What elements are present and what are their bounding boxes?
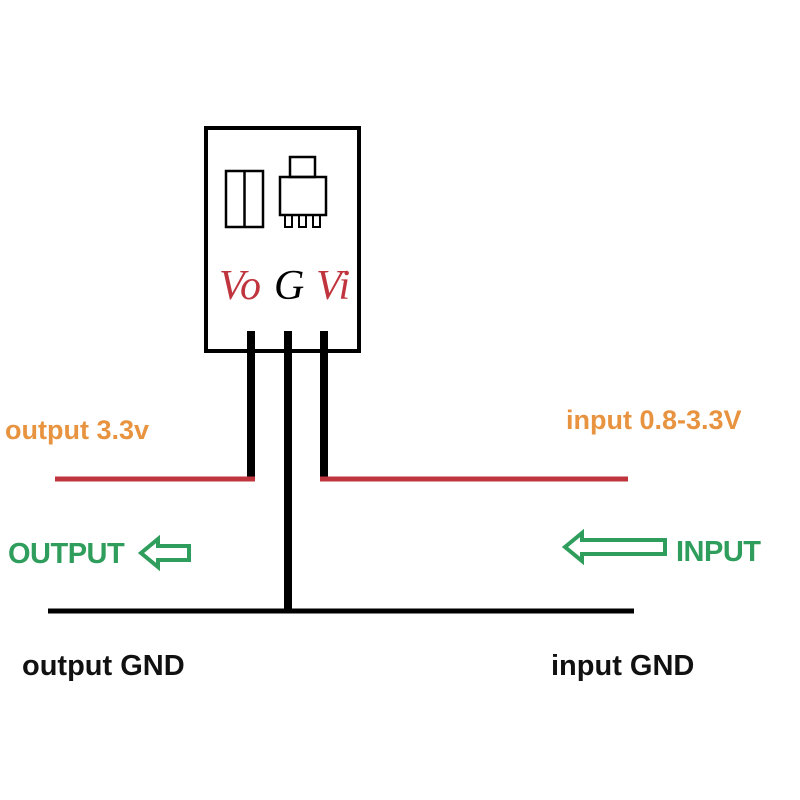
vo-pin-leg [247,331,255,481]
pin-label-vo: Vo [219,263,261,309]
input-gnd-label: input GND [551,650,695,682]
input-voltage-label: input 0.8-3.3V [566,405,742,435]
output-arrow-label: OUTPUT [8,538,125,570]
output-gnd-label: output GND [22,650,185,682]
input-arrow-icon [561,528,667,566]
regulator-module-box [204,126,361,353]
pin-label-vi: Vi [316,263,351,309]
output-voltage-label: output 3.3v [5,415,150,445]
pin-label-g: G [274,263,305,309]
vi-pin-leg [320,331,328,481]
g-pin-leg [284,331,292,611]
regulator-chip-icon [278,155,328,228]
input-arrow-label: INPUT [676,536,761,568]
output-arrow-icon [137,534,191,572]
capacitor-icon [224,169,265,229]
